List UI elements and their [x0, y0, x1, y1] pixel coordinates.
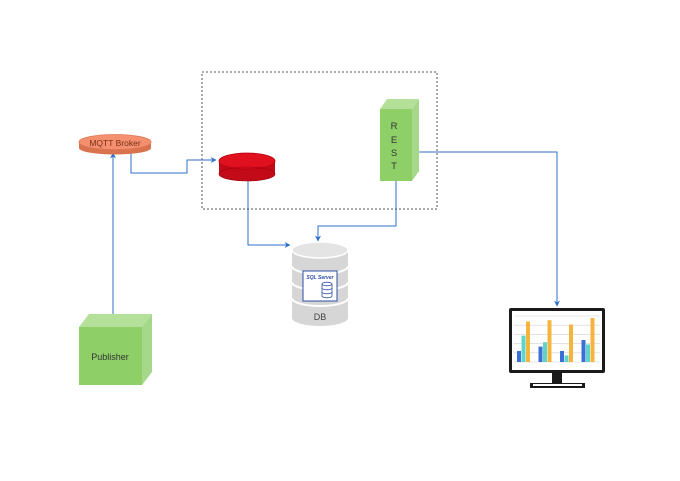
publisher-side-face: [142, 314, 152, 385]
chart-bar: [538, 346, 543, 362]
monitor-stand-inner: [533, 384, 582, 386]
connector-rest-to-dashboard[interactable]: [419, 151, 560, 307]
rest-label-e: E: [391, 135, 397, 146]
publisher-top-face: [79, 314, 152, 327]
chart-bar: [581, 340, 586, 362]
publisher-label: Publisher: [91, 352, 129, 362]
rest-front-face: [380, 109, 412, 181]
rest-top-face: [380, 99, 419, 109]
publisher-node[interactable]: Publisher: [79, 314, 152, 385]
sql-server-badge-text: SQL Server: [306, 275, 334, 281]
chart-bar: [590, 318, 595, 362]
rest-label-s: S: [391, 148, 397, 159]
monitor-bar-chart: [514, 315, 600, 363]
monitor-neck: [552, 373, 562, 383]
connector-broker-to-subscriber[interactable]: [130, 152, 217, 174]
chart-bar: [547, 320, 552, 362]
db-node[interactable]: SQL Server DB: [291, 241, 349, 326]
subscriber-node[interactable]: [218, 152, 276, 182]
database-icon: [321, 281, 333, 299]
rest-side-face: [412, 99, 419, 181]
rest-label-t: T: [391, 161, 397, 172]
dashboard-monitor[interactable]: [509, 308, 605, 388]
chart-bar: [586, 344, 590, 362]
chart-bar: [569, 324, 573, 362]
publisher-front-face: [79, 327, 142, 385]
sql-server-badge: SQL Server: [302, 270, 338, 302]
db-label: DB: [314, 312, 327, 322]
connector-rest-to-db[interactable]: [315, 181, 397, 242]
rest-label-r: R: [391, 121, 398, 132]
chart-bar: [521, 335, 526, 362]
system-boundary: [201, 71, 438, 210]
mqtt-broker-label: MQTT Broker: [89, 138, 140, 148]
chart-bar: [564, 355, 569, 362]
chart-bar: [526, 321, 530, 362]
chart-bar: [560, 351, 564, 362]
mqtt-broker-node[interactable]: MQTT Broker: [78, 134, 152, 155]
rest-node[interactable]: R E S T: [380, 99, 419, 181]
chart-bar: [517, 351, 521, 362]
chart-bar: [543, 342, 547, 362]
connector-subscriber-to-db[interactable]: [247, 181, 291, 248]
